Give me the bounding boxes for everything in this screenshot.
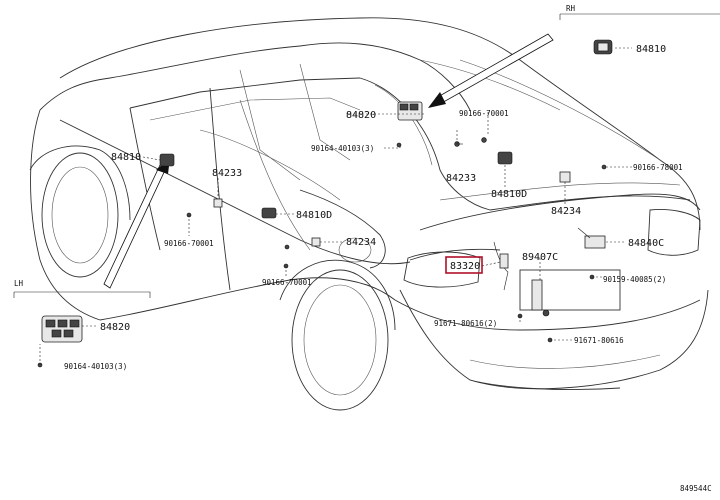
part-glyphs <box>37 39 613 368</box>
label-90159-40085: 90159-40085(2) <box>603 275 666 284</box>
switch-84810-top-icon <box>593 39 613 55</box>
label-84820-inset: 84820 <box>100 322 130 333</box>
switch-84820-icon <box>397 101 423 121</box>
screw-icon-2 <box>481 137 487 143</box>
section-markers: RH LH <box>13 4 720 298</box>
clip-84233-left-icon <box>213 198 223 208</box>
switch-84810d-left-icon <box>261 207 277 219</box>
wire-83320-icon <box>493 241 509 291</box>
screw-icon-3 <box>396 142 402 148</box>
figure-code: 849544C <box>680 484 712 493</box>
label-90164-40103-top: 90164-40103(3) <box>311 144 374 153</box>
part-labels: 84810 84820 90166-70001 90164-40103(3) 8… <box>64 44 712 493</box>
switch-84820-inset-icon <box>41 315 83 343</box>
screw-icon-4 <box>601 164 607 170</box>
label-84810d-left: 84810D <box>296 210 332 221</box>
screw-icon-9 <box>284 244 290 250</box>
label-83320: 83320 <box>450 261 480 272</box>
sensor-89407c-icon <box>531 279 550 317</box>
label-91671-80616-2: 91671-80616(2) <box>434 319 497 328</box>
label-84233-left: 84233 <box>212 168 242 179</box>
label-84840c: 84840C <box>628 238 664 249</box>
car-body-drawing <box>29 17 709 411</box>
label-90166-70001-bottom: 90166-70001 <box>262 278 312 287</box>
label-84234-left: 84234 <box>346 237 376 248</box>
clip-84234-left-icon <box>311 237 321 247</box>
switch-84810d-right-icon <box>497 151 513 165</box>
label-84810-top: 84810 <box>636 44 666 55</box>
screw-icon-1 <box>454 141 463 147</box>
label-84810d-right: 84810D <box>491 189 527 200</box>
rh-header: RH <box>566 4 576 13</box>
switch-84840c-icon <box>577 227 606 249</box>
label-91671-80616: 91671-80616 <box>574 336 624 345</box>
lh-header: LH <box>14 279 24 288</box>
label-84810-left: 84810 <box>111 152 141 163</box>
label-90164-40103-inset: 90164-40103(3) <box>64 362 127 371</box>
highlight-box-83320 <box>445 256 483 274</box>
label-90166-70001-left: 90166-70001 <box>164 239 214 248</box>
clip-84234-right-icon <box>559 171 571 183</box>
label-84820-top: 84820 <box>346 110 376 121</box>
label-84233-right: 84233 <box>446 173 476 184</box>
label-84234-right: 84234 <box>551 206 581 217</box>
pointer-arrows <box>103 33 554 289</box>
leader-lines <box>39 47 632 365</box>
label-89407c: 89407C <box>522 252 558 263</box>
switch-84810-left-icon <box>159 153 175 167</box>
label-90166-78001: 90166-78001 <box>633 163 683 172</box>
label-90166-70001-top: 90166-70001 <box>459 109 509 118</box>
